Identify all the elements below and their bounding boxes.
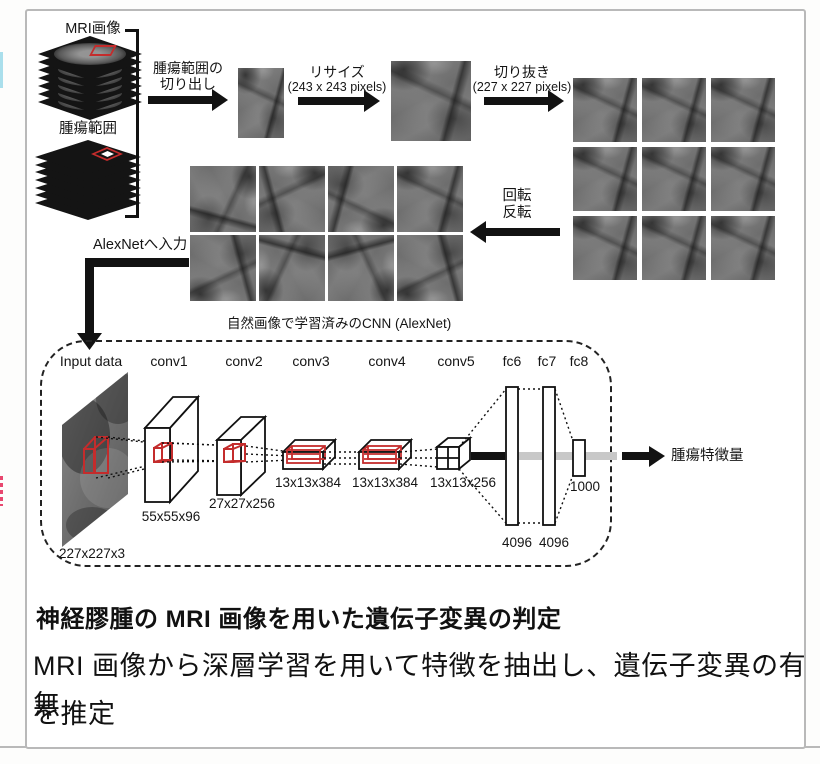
projection-lines: [399, 448, 439, 468]
mri-tile: [711, 78, 775, 142]
layer-label-input: Input data: [60, 353, 122, 369]
mri-tile: [642, 78, 706, 142]
layer-label-conv2: conv2: [225, 353, 263, 369]
mri-tile: [190, 166, 256, 232]
mri-tile: [573, 78, 637, 142]
grouping-bracket: [125, 29, 139, 218]
mri-tile: [711, 147, 775, 211]
brain-slice-top: [54, 43, 126, 65]
layer-label-conv3: conv3: [292, 353, 330, 369]
conv1-receptive-box: [153, 442, 173, 463]
conv4-box: [356, 437, 414, 472]
extract-label-line1: 腫瘍範囲の: [153, 60, 223, 76]
mri-tile: [190, 235, 256, 301]
tumor-stack: [35, 140, 141, 220]
edge-artifact-cyan: [0, 52, 3, 88]
crop-arrow: [484, 97, 548, 105]
mri-tile: [711, 216, 775, 280]
augment-label-line2: 反転: [502, 204, 532, 221]
feature-line-black: [471, 452, 505, 460]
resized-image: [391, 61, 471, 141]
dim-label-conv3: 13x13x384: [275, 475, 342, 490]
fc-connection-lines: [458, 388, 574, 524]
mri-tile: [573, 216, 637, 280]
dim-label-fc8: 1000: [570, 479, 600, 494]
tumor-crop-image: [238, 68, 284, 138]
edge-artifact-pink: [0, 476, 3, 506]
resize-label-line2: (243 x 243 pixels): [287, 80, 387, 95]
caption-line2: を推定: [33, 699, 116, 729]
alexnet-arrow-horizontal: [85, 258, 189, 267]
mri-tile: [642, 216, 706, 280]
crop-label-line1: 切り抜き: [494, 64, 550, 80]
caption-line1: MRI 画像から深層学習を用いて特徴を抽出し、遺伝子変異の有無: [33, 651, 807, 720]
tumor-marker-core: [101, 151, 114, 157]
output-arrowhead-icon: [649, 446, 665, 467]
dim-label-conv1: 55x55x96: [142, 509, 201, 524]
dim-label-conv2: 27x27x256: [209, 496, 275, 511]
augment-label-line1: 回転: [502, 188, 532, 204]
dim-label-input: 227x227x3: [59, 546, 125, 561]
fc8-bar: [572, 439, 586, 477]
mri-stack-label: MRI画像: [65, 21, 121, 37]
mri-stack: [38, 36, 142, 122]
conv1-box: [142, 394, 201, 505]
conv5-box: [434, 436, 473, 471]
extract-step-label: 腫瘍範囲の 切り出し: [145, 60, 231, 92]
augment-step-label: 回転 反転: [494, 188, 540, 221]
output-arrow: [622, 452, 649, 460]
input-image: [62, 372, 128, 547]
fc7-bar: [542, 386, 556, 526]
layer-label-conv1: conv1: [150, 353, 188, 369]
cnn-title: 自然画像で学習済みのCNN (AlexNet): [227, 316, 452, 331]
caption-title: 神経膠腫の MRI 画像を用いた遺伝子変異の判定: [36, 606, 562, 633]
layer-label-fc7: fc7: [538, 353, 557, 369]
layer-label-conv5: conv5: [437, 353, 475, 369]
augmented-patch-grid: [190, 166, 463, 301]
extract-arrow: [148, 96, 212, 104]
layer-label-fc6: fc6: [503, 353, 522, 369]
dim-label-conv4: 13x13x384: [352, 475, 419, 490]
feature-line-gray: [505, 452, 617, 460]
output-feature-label: 腫瘍特徴量: [671, 448, 744, 464]
conv4-feature-lines: [362, 445, 402, 464]
mri-tile: [397, 235, 463, 301]
mri-tile: [328, 235, 394, 301]
mri-tile: [259, 166, 325, 232]
resize-label-line1: リサイズ: [309, 64, 365, 80]
fc6-bar: [505, 386, 519, 526]
projection-lines: [324, 451, 364, 465]
dim-label-conv5: 13x13x256: [430, 475, 496, 490]
cnn-diagram-svg: Input data conv1 conv2 conv3 conv4 conv5…: [59, 353, 665, 561]
mri-tile: [328, 166, 394, 232]
alexnet-input-label: AlexNetへ入力: [93, 237, 188, 253]
resize-arrow: [298, 97, 364, 105]
input-receptive-box: [83, 436, 109, 474]
crop-step-label: 切り抜き (227 x 227 pixels): [465, 64, 579, 94]
mri-tile: [573, 147, 637, 211]
resize-step-label: リサイズ (243 x 243 pixels): [280, 64, 394, 94]
tumor-stack-label: 腫瘍範囲: [59, 121, 117, 137]
crop-label-line2: (227 x 227 pixels): [472, 80, 572, 95]
cropped-patch-grid: [573, 78, 775, 280]
alexnet-arrow-vertical: [85, 258, 94, 335]
dim-label-fc7: 4096: [539, 535, 569, 550]
layer-label-conv4: conv4: [368, 353, 406, 369]
conv2-receptive-box: [223, 443, 246, 463]
layer-label-fc8: fc8: [570, 353, 589, 369]
augment-arrow: [486, 228, 560, 236]
mri-tile: [642, 147, 706, 211]
mri-tile: [397, 166, 463, 232]
extract-label-line2: 切り出し: [160, 76, 216, 93]
dim-label-fc6: 4096: [502, 535, 532, 550]
mri-tile: [259, 235, 325, 301]
